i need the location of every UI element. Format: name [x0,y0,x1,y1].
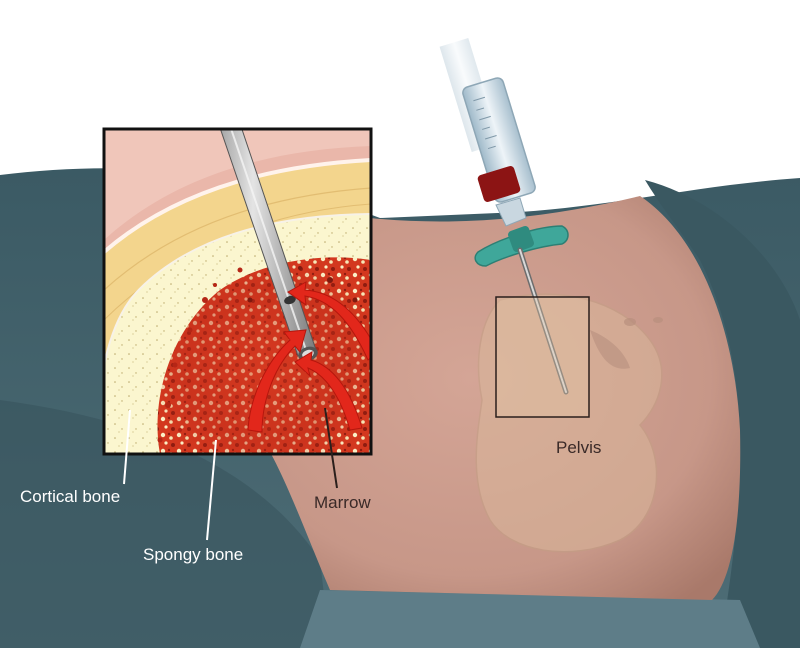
leader-marrow [324,407,338,489]
pelvis-notch [590,330,630,369]
drape-right-fold [645,180,800,648]
skin-mark [624,318,636,326]
table-edge [300,590,760,648]
inset-border [102,127,373,456]
flow-arrow-icon [247,281,371,433]
label-spongy-bone: Spongy bone [143,545,244,564]
leader-spongy [206,439,217,541]
detail-region-box [495,296,590,418]
label-cortical-bone: Cortical bone [20,487,121,506]
syringe-icon [439,38,569,395]
leader-cortical [123,409,131,485]
drape-shadow [0,400,330,648]
label-pelvis: Pelvis [556,438,602,457]
bone-cross-section-inset [104,129,371,454]
skin-mark [653,317,663,323]
label-marrow: Marrow [314,493,371,512]
